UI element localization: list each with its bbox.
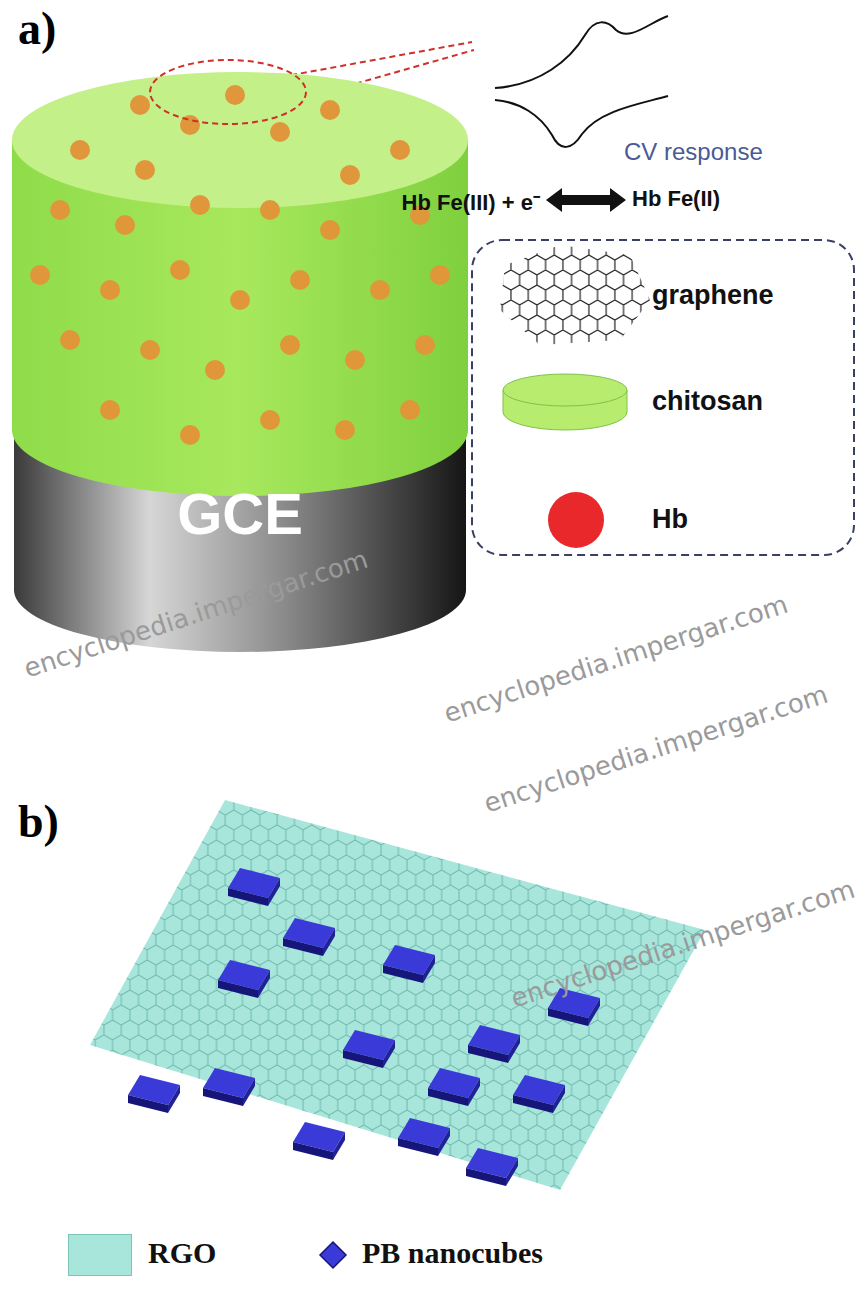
rgo-swatch: [68, 1234, 132, 1276]
rgo-sheet: [90, 800, 705, 1190]
double-arrow: [546, 188, 626, 212]
legend-frame: [472, 240, 854, 555]
electrode-cylinder: [12, 60, 468, 652]
reaction-text: Hb Fe(III) + e⁻: [402, 186, 540, 216]
legend-text: RGO: [148, 1236, 216, 1270]
pb-nanocubes: [128, 868, 600, 1186]
panel-label: a): [18, 2, 56, 55]
legend-text: chitosan: [652, 386, 763, 417]
legend-text: PB nanocubes: [362, 1236, 543, 1270]
curve-caption: CV response: [624, 138, 763, 166]
graphene-symbol: [495, 240, 655, 350]
electrode-label-box: GCE: [15, 448, 465, 578]
electrode-name: GCE: [177, 480, 303, 547]
pb-symbol: [320, 1242, 346, 1268]
legend-text: graphene: [652, 280, 774, 311]
reaction-text: Hb Fe(II): [632, 186, 720, 212]
hb-swatch: [548, 492, 604, 548]
chitosan-swatch: [500, 372, 630, 434]
panel-label: b): [18, 795, 59, 848]
legend-text: Hb: [652, 504, 688, 535]
cv-curve: [495, 16, 668, 147]
